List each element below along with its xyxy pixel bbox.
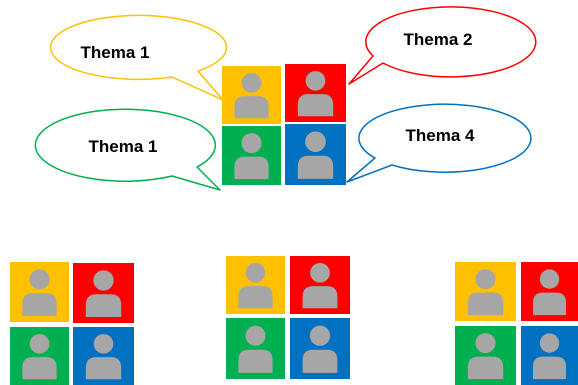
person-yellow-icon xyxy=(234,72,269,119)
person-red-icon xyxy=(302,262,338,309)
bottom-left-group xyxy=(10,262,134,385)
person-green-icon-head xyxy=(241,133,262,154)
person-green-icon-body xyxy=(238,349,273,373)
person-green-icon xyxy=(467,333,504,380)
person-green-icon xyxy=(238,325,273,373)
person-green-icon-head xyxy=(29,333,50,354)
speech-bubble-green: Thema 1 xyxy=(34,108,221,191)
person-blue-icon xyxy=(297,131,334,179)
person-yellow-icon-head xyxy=(241,72,262,93)
person-green-icon-body xyxy=(234,156,269,180)
center-group xyxy=(222,64,346,185)
bottom-right-group xyxy=(455,262,578,385)
person-yellow-icon-head xyxy=(245,262,266,283)
person-yellow-icon-body xyxy=(22,293,57,316)
person-blue-icon-body xyxy=(85,357,122,380)
person-green-icon-head xyxy=(245,325,266,346)
person-yellow-icon-head xyxy=(475,269,496,290)
speech-bubble-blue-shape xyxy=(346,103,532,183)
person-blue-icon-head xyxy=(539,333,560,353)
speech-bubble-green-label: Thema 1 xyxy=(89,137,158,156)
person-blue-icon-body xyxy=(302,349,338,373)
speech-bubble-yellow-shape xyxy=(49,14,228,101)
person-blue-icon xyxy=(302,325,338,373)
person-blue-icon-body xyxy=(297,155,334,179)
person-yellow-icon xyxy=(467,269,504,316)
person-blue-icon-head xyxy=(305,131,326,153)
person-green-icon xyxy=(22,333,57,380)
person-yellow-icon xyxy=(22,269,57,316)
speech-bubble-blue-label: Thema 4 xyxy=(406,126,476,145)
person-red-icon-head xyxy=(93,270,114,291)
speech-bubble-red-shape xyxy=(348,6,537,85)
person-green-icon-head xyxy=(475,333,496,354)
person-blue-icon-head xyxy=(93,333,114,354)
person-blue-icon-head xyxy=(309,325,331,346)
person-green-icon-body xyxy=(467,356,504,380)
speech-bubble-green-shape xyxy=(34,108,221,191)
speech-bubble-yellow-label: Thema 1 xyxy=(81,43,150,62)
person-blue-icon-body xyxy=(532,356,567,380)
person-yellow-icon-head xyxy=(29,269,50,290)
person-yellow-icon xyxy=(238,262,273,309)
person-green-icon xyxy=(234,133,269,180)
person-red-icon-head xyxy=(310,262,330,283)
person-red-icon-body xyxy=(302,286,338,309)
person-red-icon-head xyxy=(539,269,560,289)
person-red-icon-body xyxy=(532,292,567,316)
person-yellow-icon-body xyxy=(234,96,269,119)
person-yellow-icon-body xyxy=(467,292,504,316)
person-blue-icon xyxy=(532,333,567,380)
speech-bubble-blue: Thema 4 xyxy=(346,103,532,183)
person-blue-icon xyxy=(85,333,122,380)
person-groups xyxy=(10,64,578,385)
bottom-middle-group xyxy=(226,256,350,379)
person-red-icon xyxy=(532,269,567,316)
speech-bubble-red: Thema 2 xyxy=(348,6,537,85)
person-green-icon-body xyxy=(22,357,57,380)
person-red-icon xyxy=(297,70,334,117)
person-yellow-icon-body xyxy=(238,286,273,309)
speech-bubble-red-label: Thema 2 xyxy=(404,30,473,49)
person-red-icon-body xyxy=(297,94,334,117)
speech-bubble-yellow: Thema 1 xyxy=(49,14,228,101)
person-red-icon xyxy=(85,270,122,317)
person-red-icon-body xyxy=(85,294,122,317)
person-red-icon-head xyxy=(305,70,326,91)
